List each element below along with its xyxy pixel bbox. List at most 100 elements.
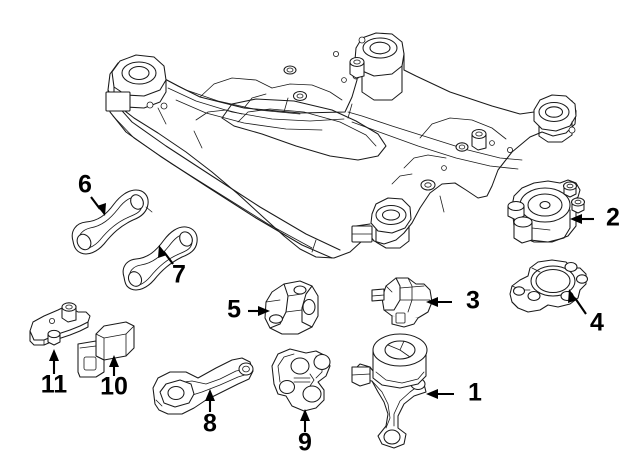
tower-rc-side-wall <box>361 65 403 101</box>
part-9-hole-bottom-right <box>302 385 322 403</box>
callout-9: 9 <box>298 409 312 457</box>
subframe-tower-front-left <box>105 54 168 112</box>
subframe-small-hole-4 <box>441 165 447 171</box>
part-6-body <box>71 189 149 255</box>
callout-10-number: 10 <box>100 373 128 401</box>
tower-fl-hole-b <box>160 102 168 110</box>
callout-11: 11 <box>41 349 68 399</box>
subframe-rail-edge-b <box>167 87 345 122</box>
part-1-spoke-a <box>387 344 401 351</box>
tower-fl-bore <box>128 65 150 81</box>
subframe-right-member-a <box>419 117 507 140</box>
subframe-tower-right <box>533 94 577 143</box>
callout-10-arrowhead <box>109 355 119 367</box>
callout-4-number: 4 <box>590 309 604 337</box>
subframe-bolt-boss-5 <box>349 56 365 79</box>
subframe-deck-contour-d <box>195 109 243 121</box>
part-1-bracket-foot-hole <box>383 429 401 445</box>
callout-8-arrowhead <box>205 389 215 401</box>
subframe-tower-front-center <box>351 197 412 249</box>
part-6-link-arm <box>71 189 153 255</box>
part-4-corner-edge <box>511 301 519 309</box>
callout-11-arrowhead <box>49 349 59 361</box>
tower-fc-side-wall <box>375 225 410 249</box>
part-9-rib-end <box>309 373 315 387</box>
subframe-deck-contour-b <box>271 83 343 101</box>
subframe-small-hole-2 <box>341 77 347 83</box>
part-10-recess <box>83 356 97 371</box>
subframe-bolt-boss-6 <box>471 128 487 151</box>
callout-8-number: 8 <box>203 410 217 438</box>
boss-6-bore <box>475 131 483 137</box>
callout-11-number: 11 <box>41 371 68 399</box>
boss-1-inner <box>286 67 294 73</box>
callout-6-arrowhead <box>97 203 106 216</box>
callout-2-number: 2 <box>606 204 620 232</box>
part-8-edge-detail <box>155 399 163 407</box>
subframe-crease-7 <box>311 239 317 253</box>
subframe-small-hole-5 <box>489 140 495 146</box>
callout-8: 8 <box>203 389 217 438</box>
part-2-ear-lower-left-top <box>513 216 533 228</box>
part-7-link-arm <box>122 226 198 291</box>
part-11-pin-bore <box>65 304 73 310</box>
callout-7-number: 7 <box>172 261 186 289</box>
tower-right-hole <box>568 126 576 134</box>
subframe-bolt-boss-2 <box>292 90 308 102</box>
part-9-hole-bottom-left <box>278 379 296 395</box>
part-10-stopper-block <box>77 321 135 378</box>
subframe-center-channel-inner <box>237 108 377 147</box>
subframe-crease-1 <box>157 107 167 125</box>
part-9-hole-top-right <box>313 353 331 371</box>
part-5-edge-line <box>265 299 281 303</box>
part-2-ear-left-top <box>507 200 525 212</box>
part-1-bracket-inner-a <box>371 380 391 429</box>
part-4-edge-detail <box>531 267 541 273</box>
part-8-torque-strut <box>152 357 254 415</box>
callout-7-arrowhead <box>158 245 167 258</box>
part-3-crease-a <box>399 285 425 289</box>
callout-4: 4 <box>568 289 604 337</box>
subframe-main-outline <box>107 35 577 259</box>
callout-9-arrowhead <box>300 409 310 421</box>
part-1-engine-mount <box>351 333 428 449</box>
part-5-crease-b <box>285 309 303 313</box>
callout-1-number: 1 <box>468 379 482 407</box>
subframe-rail-edge-c <box>175 99 323 131</box>
callout-2: 2 <box>570 204 620 232</box>
callout-4-arrowhead <box>568 289 577 303</box>
part-6-tab-edge <box>145 206 153 213</box>
part-7-body <box>122 226 198 291</box>
callout-5-arrowhead <box>258 306 270 316</box>
tower-fl-hole-a <box>146 101 154 109</box>
part-9-hole-top-left <box>290 357 310 375</box>
subframe-right-member-c <box>391 173 413 185</box>
part-2-center-bore <box>539 200 551 210</box>
subframe-front-rail-top <box>115 103 341 251</box>
boss-2-inner <box>296 93 304 99</box>
part-6-eyelet-lower <box>76 233 92 251</box>
callout-3: 3 <box>426 287 480 315</box>
subframe-rail-edge-a <box>162 77 301 115</box>
subframe-bolt-boss-4 <box>455 142 469 152</box>
subframe-crease-3 <box>283 97 289 113</box>
subframe-deck-contour-a <box>199 77 273 98</box>
subframe-crease-2 <box>193 130 203 149</box>
callout-10: 10 <box>100 355 128 401</box>
part-10-top-face-edge <box>95 325 135 339</box>
subframe-crease-4 <box>347 103 353 119</box>
subframe-right-member-b <box>403 154 447 169</box>
boss-4-inner <box>458 144 466 150</box>
part-5-rear-edge <box>301 285 313 328</box>
part-4-boss-inner <box>535 268 571 294</box>
callout-9-number: 9 <box>298 429 312 457</box>
tower-fl-square-boss <box>105 91 131 112</box>
subframe-rail-edge-e <box>351 121 519 170</box>
subframe-center-channel <box>221 98 387 161</box>
tower-rc-hole-a <box>358 36 366 44</box>
callout-3-arrowhead <box>426 297 438 307</box>
part-1-bracket-inner-b <box>393 385 419 427</box>
part-3-recess <box>395 312 406 324</box>
part-7-eyelet-lower <box>127 271 143 287</box>
part-4-hole-right <box>575 274 589 284</box>
